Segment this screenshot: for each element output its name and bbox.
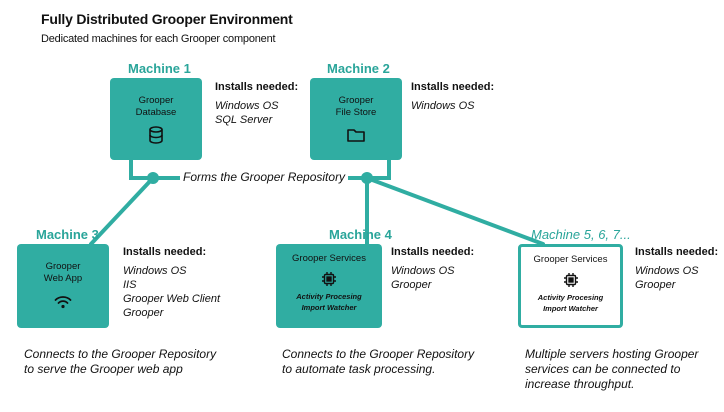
machine-5-component: Grooper Services xyxy=(533,254,608,265)
component-line: Grooper xyxy=(138,95,174,106)
machine-4-label: Machine 4 xyxy=(329,227,392,242)
machine-4-box: Grooper Services Activity Procesing Impo… xyxy=(276,244,382,328)
machine-1-box: Grooper Database xyxy=(110,78,202,160)
install-item: Grooper xyxy=(635,279,676,291)
machine-3-label: Machine 3 xyxy=(36,227,99,242)
machine-3-installs-heading: Installs needed: xyxy=(123,246,207,258)
machine-1-installs: Windows OS SQL Server xyxy=(215,99,278,127)
component-line: Web App xyxy=(43,273,83,284)
machine-1-component: Grooper Database xyxy=(110,78,202,119)
machine-4-installs-heading: Installs needed: xyxy=(391,246,475,258)
connector-web-app xyxy=(89,176,155,246)
chip-icon xyxy=(322,272,336,286)
caption-line: services can be connected to xyxy=(525,362,681,376)
repository-label: Forms the Grooper Repository xyxy=(180,170,349,184)
caption-line: increase throughput. xyxy=(525,377,635,391)
machine-5-box: Grooper Services Activity Procesing Impo… xyxy=(518,244,623,328)
component-line: Grooper xyxy=(45,261,81,272)
component-line: File Store xyxy=(335,107,377,118)
junction-dot-right xyxy=(361,172,373,184)
caption-line: Connects to the Grooper Repository xyxy=(282,347,475,361)
component-line: Grooper xyxy=(338,95,374,106)
caption-line: Multiple servers hosting Grooper xyxy=(525,347,699,361)
machine-3-caption: Connects to the Grooper Repository to se… xyxy=(24,347,216,377)
machine-3-box: Grooper Web App xyxy=(17,244,109,328)
machine-1-installs-heading: Installs needed: xyxy=(215,81,299,93)
machine-5-installs-heading: Installs needed: xyxy=(635,246,719,258)
service-item: Activity Procesing xyxy=(537,293,604,302)
machine-4-services: Activity Procesing Import Watcher xyxy=(276,291,382,313)
machine-2-label: Machine 2 xyxy=(327,61,390,76)
junction-dot-left xyxy=(147,172,159,184)
machine-5-installs: Windows OS Grooper xyxy=(635,264,698,292)
service-item: Import Watcher xyxy=(543,304,598,313)
machine-3-installs: Windows OS IIS Grooper Web Client Groope… xyxy=(123,264,220,320)
wifi-icon xyxy=(54,296,72,309)
page-title: Fully Distributed Grooper Environment xyxy=(41,11,293,27)
install-item: Windows OS xyxy=(215,100,279,112)
install-item: Grooper xyxy=(391,279,432,291)
install-item: IIS xyxy=(123,279,137,291)
caption-line: to serve the Grooper web app xyxy=(24,362,183,376)
caption-line: Connects to the Grooper Repository xyxy=(24,347,217,361)
machine-4-caption: Connects to the Grooper Repository to au… xyxy=(282,347,474,377)
database-icon xyxy=(149,126,163,144)
machine-2-installs: Windows OS xyxy=(411,99,474,113)
machine-2-component: Grooper File Store xyxy=(310,78,402,119)
install-item: Windows OS xyxy=(411,100,475,112)
machine-1-label: Machine 1 xyxy=(128,61,191,76)
service-item: Activity Procesing xyxy=(296,292,362,301)
machine-2-box: Grooper File Store xyxy=(310,78,402,160)
install-item: Grooper xyxy=(123,307,164,319)
folder-icon xyxy=(347,129,365,142)
connector-services-5 xyxy=(365,176,545,246)
install-item: Windows OS xyxy=(635,265,699,277)
install-item: SQL Server xyxy=(215,114,273,126)
install-item: Windows OS xyxy=(391,265,455,277)
page-subtitle: Dedicated machines for each Grooper comp… xyxy=(41,33,276,45)
caption-line: to automate task processing. xyxy=(282,362,436,376)
machine-4-installs: Windows OS Grooper xyxy=(391,264,454,292)
machine-5-label: Machine 5, 6, 7... xyxy=(531,227,631,242)
machine-3-component: Grooper Web App xyxy=(17,244,109,285)
chip-icon xyxy=(563,273,578,287)
install-item: Grooper Web Client xyxy=(123,293,221,305)
component-line: Database xyxy=(135,107,177,118)
service-item: Import Watcher xyxy=(301,303,357,312)
machine-2-installs-heading: Installs needed: xyxy=(411,81,495,93)
machine-5-services: Activity Procesing Import Watcher xyxy=(521,292,620,314)
install-item: Windows OS xyxy=(123,265,187,277)
machine-4-component: Grooper Services xyxy=(292,253,366,264)
machine-5-caption: Multiple servers hosting Grooper service… xyxy=(525,347,698,392)
